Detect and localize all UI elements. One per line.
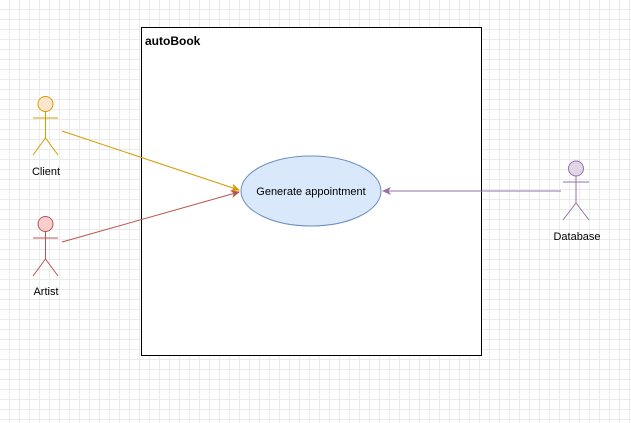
actor-database-label: Database bbox=[553, 231, 600, 243]
actor-database-icon bbox=[562, 160, 590, 221]
system-title: autoBook bbox=[145, 34, 201, 48]
use-case-label: Generate appointment bbox=[256, 186, 365, 198]
actor-client[interactable]: Client bbox=[32, 96, 60, 179]
use-case-generate-appointment[interactable]: Generate appointment bbox=[240, 155, 382, 227]
actor-client-icon bbox=[32, 96, 59, 156]
artist-association-arrow[interactable] bbox=[61, 190, 240, 243]
client-association-arrow[interactable] bbox=[61, 130, 240, 192]
actor-database[interactable]: Database bbox=[553, 160, 601, 243]
use-case-ellipse bbox=[240, 155, 382, 227]
actor-artist[interactable]: Artist bbox=[32, 216, 59, 299]
actor-artist-icon bbox=[32, 216, 59, 277]
actor-client-label: Client bbox=[32, 166, 60, 178]
actor-artist-label: Artist bbox=[33, 286, 58, 298]
